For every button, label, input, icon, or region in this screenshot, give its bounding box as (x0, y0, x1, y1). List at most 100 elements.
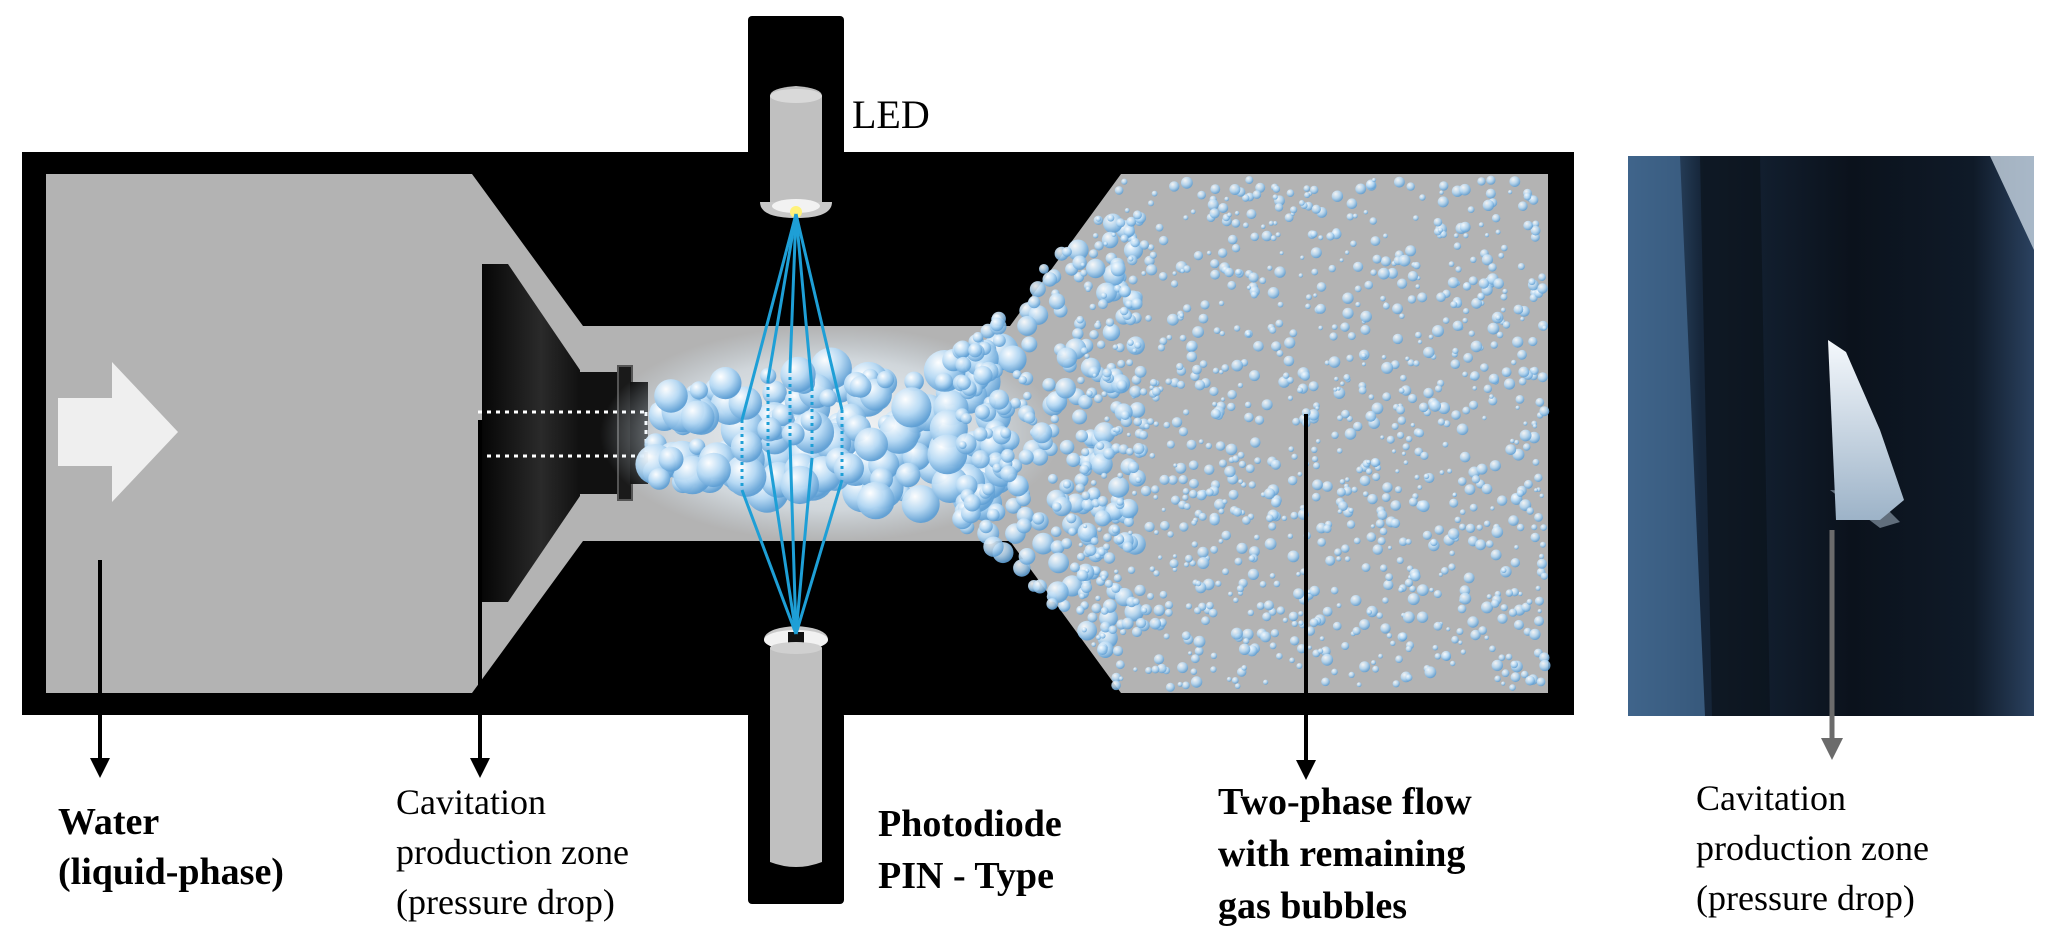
bubble (1231, 244, 1241, 253)
bubble (1520, 670, 1529, 679)
bubble (1282, 617, 1288, 623)
bubble (1336, 386, 1341, 391)
bubble (1520, 316, 1525, 322)
bubble (1198, 313, 1209, 324)
bubble (1354, 285, 1362, 293)
bubble (1149, 617, 1162, 630)
bubble (1339, 479, 1346, 485)
bubble (1470, 340, 1483, 353)
bubble (1103, 552, 1116, 564)
bubble (1340, 322, 1350, 332)
cavitation-label-line3: (pressure drop) (396, 882, 615, 922)
bubble (1149, 251, 1157, 259)
bubble (781, 422, 805, 446)
bubble (1123, 225, 1135, 237)
bubble (1184, 554, 1193, 563)
bubble (1518, 591, 1523, 597)
bubble (1336, 487, 1346, 497)
bubble (1076, 315, 1084, 324)
bubble (1259, 581, 1267, 588)
bubble (1304, 192, 1311, 199)
bubble (1086, 390, 1093, 397)
bubble (1323, 524, 1332, 534)
bubble (1467, 206, 1475, 214)
bubble (1273, 221, 1278, 226)
bubble (1210, 666, 1217, 673)
bubble (1380, 256, 1391, 267)
bubble (1448, 261, 1455, 267)
bubble (1333, 387, 1338, 392)
bubble (1159, 590, 1168, 599)
bubble (1231, 219, 1241, 228)
bubble (1269, 573, 1276, 579)
bubble (1361, 353, 1367, 359)
bubble (1372, 544, 1383, 555)
bubble (1530, 225, 1541, 236)
bubble (1042, 272, 1058, 287)
bubble (1371, 660, 1376, 666)
bubble (1048, 293, 1066, 310)
bubble (1380, 295, 1386, 302)
bubble (1317, 538, 1326, 547)
bubble (1487, 322, 1500, 335)
twophase-label-line3: gas bubbles (1218, 885, 1407, 927)
bubble (1000, 465, 1018, 483)
bubble (1526, 598, 1533, 605)
bubble (857, 481, 895, 520)
bubble (1183, 304, 1192, 313)
bubble (1290, 206, 1298, 214)
bubble (1094, 241, 1104, 251)
bubble (1112, 645, 1124, 657)
bubble (1274, 203, 1284, 212)
bubble (1417, 339, 1423, 345)
bubble (979, 519, 993, 534)
bubble (1491, 214, 1501, 223)
bubble (1513, 619, 1524, 630)
bubble (1350, 240, 1357, 247)
bubble (1451, 635, 1459, 644)
bubble (1539, 493, 1544, 498)
bubble (1032, 579, 1047, 594)
bubble (1315, 406, 1320, 411)
bubble (1272, 194, 1278, 200)
bubble (1467, 616, 1479, 628)
bubble (1170, 280, 1179, 288)
bubble (1405, 538, 1412, 545)
bubble (1260, 631, 1271, 643)
bubble (1346, 213, 1354, 221)
bubble (1205, 442, 1213, 450)
bubble (1172, 567, 1178, 572)
bubble (1498, 252, 1505, 259)
bubble (1068, 527, 1077, 536)
bubble (1183, 503, 1191, 510)
bubble (1407, 393, 1418, 404)
bubble (1192, 326, 1204, 338)
bubble (1298, 620, 1304, 626)
bubble (1352, 213, 1358, 219)
bubble (1255, 182, 1266, 193)
bubble (1460, 649, 1466, 655)
bubble (1238, 643, 1251, 655)
bubble (1134, 365, 1147, 378)
bubble (1101, 575, 1107, 581)
bubble (1387, 267, 1398, 279)
bubble (1514, 545, 1519, 550)
bubble (1284, 337, 1296, 349)
bubble (1200, 300, 1210, 310)
bubble (1405, 356, 1410, 361)
bubble (1447, 277, 1459, 289)
light-ray (766, 213, 798, 381)
bubble (1224, 465, 1236, 478)
bubble (1120, 628, 1127, 636)
bubble (1168, 475, 1178, 485)
bubble (1222, 499, 1228, 505)
bubble (1230, 627, 1243, 640)
bubble (1419, 194, 1426, 201)
bubble (1050, 526, 1062, 537)
bubble (1446, 627, 1451, 632)
bubble (1408, 497, 1418, 507)
bubble (1221, 530, 1231, 541)
bubble (1417, 500, 1430, 513)
bubble (1219, 330, 1225, 337)
bubble (1488, 373, 1500, 384)
